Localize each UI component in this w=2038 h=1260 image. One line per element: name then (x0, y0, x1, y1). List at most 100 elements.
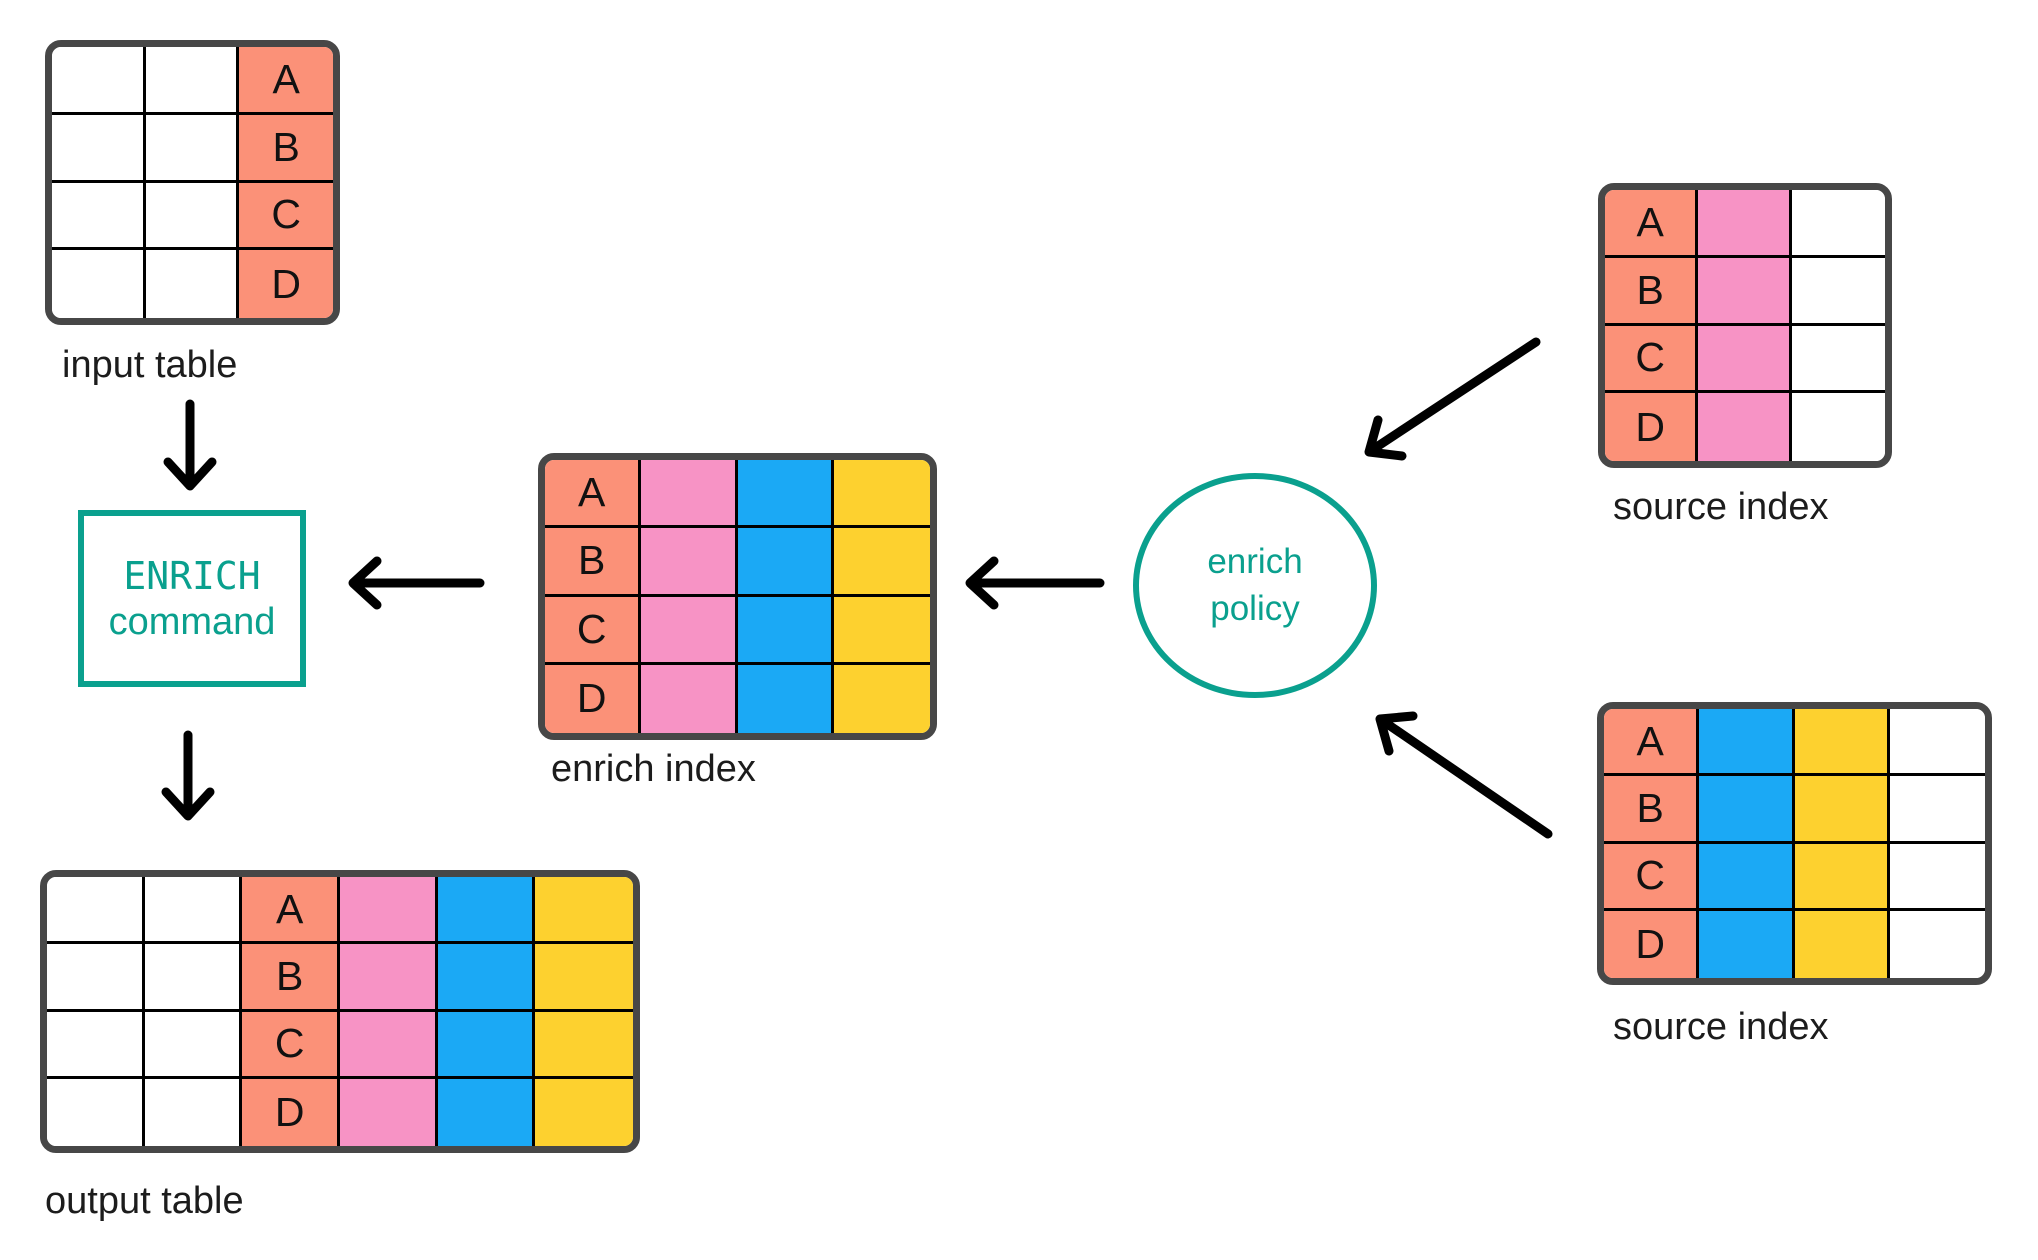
key-cell: A (545, 460, 642, 529)
key-cell: D (1604, 910, 1700, 978)
key-cell: B (1604, 776, 1700, 844)
input-table-caption: input table (62, 344, 238, 386)
value-cell (833, 528, 930, 597)
value-cell (737, 528, 834, 597)
key-cell: A (242, 877, 340, 945)
key-cell: D (242, 1078, 340, 1146)
value-cell (1699, 843, 1795, 911)
value-cell (1698, 257, 1792, 326)
value-cell (1794, 843, 1890, 911)
value-cell (47, 944, 145, 1012)
source-index-top-caption: source index (1613, 486, 1829, 528)
key-cell: D (239, 250, 333, 318)
key-cell: A (1605, 190, 1699, 258)
value-cell (145, 114, 240, 183)
value-cell (1889, 910, 1985, 978)
key-cell: A (1604, 709, 1700, 777)
arrow-policy-to-enrich-index-icon (965, 556, 1105, 610)
value-cell (641, 596, 738, 665)
value-cell (833, 596, 930, 665)
key-cell: C (1605, 325, 1699, 394)
value-cell (339, 1011, 438, 1079)
output-table-caption: output table (45, 1180, 244, 1222)
value-cell (52, 114, 146, 183)
key-cell: C (1604, 843, 1700, 911)
value-cell (437, 944, 536, 1012)
enrich-command-keyword: ENRICH (123, 553, 261, 598)
value-cell (1889, 843, 1985, 911)
value-cell (437, 1011, 536, 1079)
value-cell (144, 1078, 243, 1146)
value-cell (833, 460, 930, 529)
value-cell (1698, 325, 1792, 394)
value-cell (1699, 709, 1795, 777)
value-cell (145, 182, 240, 251)
enrich-policy-word1: enrich (1207, 542, 1303, 582)
key-cell: B (545, 528, 642, 597)
key-cell: B (239, 114, 333, 183)
value-cell (1791, 257, 1885, 326)
key-cell: C (545, 596, 642, 665)
value-cell (339, 944, 438, 1012)
key-cell: A (239, 47, 333, 115)
enrich-policy-word2: policy (1210, 588, 1300, 628)
value-cell (47, 1011, 145, 1079)
value-cell (145, 47, 240, 115)
value-cell (47, 1078, 145, 1146)
value-cell (47, 877, 145, 945)
value-cell (1698, 393, 1792, 461)
value-cell (737, 460, 834, 529)
value-cell (1791, 325, 1885, 394)
value-cell (339, 877, 438, 945)
value-cell (339, 1078, 438, 1146)
value-cell (535, 1078, 633, 1146)
value-cell (144, 877, 243, 945)
value-cell (641, 528, 738, 597)
value-cell (737, 596, 834, 665)
value-cell (535, 877, 633, 945)
value-cell (52, 47, 146, 115)
value-cell (437, 877, 536, 945)
source-index-bottom-caption: source index (1613, 1006, 1829, 1048)
value-cell (1889, 709, 1985, 777)
key-cell: B (1605, 257, 1699, 326)
enrich-index-caption: enrich index (551, 748, 756, 790)
value-cell (641, 664, 738, 733)
value-cell (1791, 393, 1885, 461)
value-cell (1699, 776, 1795, 844)
arrow-source-bottom-to-policy-icon (1375, 711, 1553, 839)
value-cell (144, 944, 243, 1012)
value-cell (1794, 709, 1890, 777)
arrow-source-top-to-policy-icon (1364, 337, 1541, 461)
value-cell (535, 944, 633, 1012)
value-cell (144, 1011, 243, 1079)
arrow-input-to-enrich-command-icon (163, 399, 217, 491)
value-cell (145, 250, 240, 318)
value-cell (1791, 190, 1885, 258)
key-cell: C (239, 182, 333, 251)
enrich-policy-circle: enrich policy (1133, 473, 1377, 698)
value-cell (52, 182, 146, 251)
value-cell (437, 1078, 536, 1146)
value-cell (1889, 776, 1985, 844)
value-cell (535, 1011, 633, 1079)
value-cell (1699, 910, 1795, 978)
key-cell: B (242, 944, 340, 1012)
value-cell (1794, 776, 1890, 844)
value-cell (737, 664, 834, 733)
enrich-command-box: ENRICH command (78, 510, 306, 687)
enrich-command-word: command (108, 600, 276, 643)
key-cell: D (545, 664, 642, 733)
value-cell (1794, 910, 1890, 978)
value-cell (833, 664, 930, 733)
arrow-enrich-index-to-enrich-command-icon (348, 556, 485, 610)
value-cell (1698, 190, 1792, 258)
arrow-enrich-command-to-output-icon (161, 730, 215, 821)
value-cell (641, 460, 738, 529)
